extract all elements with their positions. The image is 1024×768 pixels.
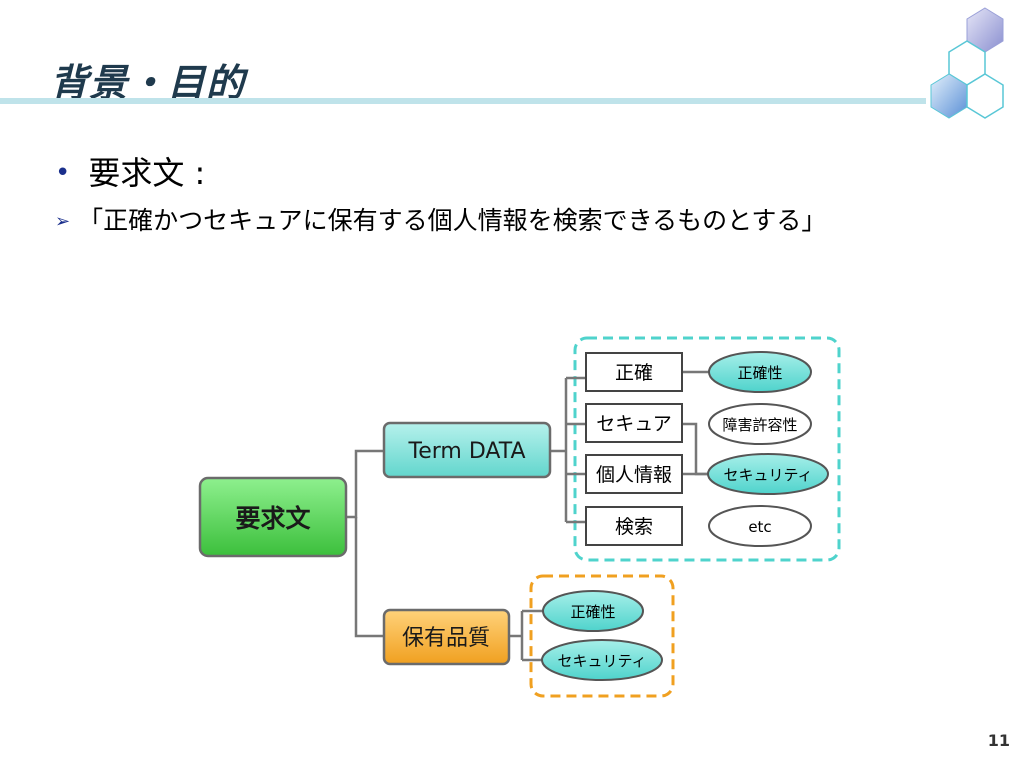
term-data-node: Term DATA xyxy=(382,421,552,479)
connector-lines xyxy=(346,370,710,662)
term-box-personal-info: 個人情報 xyxy=(585,454,683,494)
slide-title: 背景・目的 xyxy=(50,61,246,105)
quality-ellipse-accuracy: 正確性 xyxy=(542,590,644,632)
page-number: 11 xyxy=(987,731,1010,750)
quality-group-dashed-box xyxy=(529,574,675,698)
attribute-ellipse-accuracy: 正確性 xyxy=(708,351,812,393)
quality-attribute-label: セキュリティ xyxy=(557,652,646,670)
sub-bullet-text: 「正確かつセキュアに保有する個人情報を検索できるものとする」 xyxy=(78,206,827,235)
sub-bullet-requirement: ➢ 「正確かつセキュアに保有する個人情報を検索できるものとする」 xyxy=(55,201,826,237)
hexagon-logo-icon xyxy=(930,7,1004,119)
term-label: セキュア xyxy=(596,413,672,435)
quality-ellipse-security: セキュリティ xyxy=(541,639,663,681)
title-underline xyxy=(0,98,926,104)
bullet-text: 要求文 : xyxy=(88,154,206,192)
bullet-requirement: • 要求文 : xyxy=(55,148,205,194)
term-label: 個人情報 xyxy=(596,464,672,486)
term-label: 正確 xyxy=(615,362,653,384)
term-data-label: Term DATA xyxy=(408,439,526,464)
attribute-ellipse-security: セキュリティ xyxy=(707,453,829,495)
term-group-dashed-box xyxy=(573,336,841,562)
root-label: 要求文 xyxy=(235,504,311,533)
attribute-ellipse-fault-tolerance: 障害許容性 xyxy=(708,403,812,445)
bullet-dot-icon: • xyxy=(55,158,71,188)
attribute-label: 障害許容性 xyxy=(722,416,797,434)
quality-node: 保有品質 xyxy=(382,608,511,666)
attribute-label: etc xyxy=(748,518,771,536)
root-node: 要求文 xyxy=(198,476,348,558)
arrow-bullet-icon: ➢ xyxy=(55,211,71,232)
term-label: 検索 xyxy=(615,516,653,538)
term-box-accuracy: 正確 xyxy=(585,352,683,392)
term-box-secure: セキュア xyxy=(585,403,683,443)
attribute-ellipse-etc: etc xyxy=(708,505,812,547)
attribute-label: 正確性 xyxy=(737,364,782,382)
term-box-search: 検索 xyxy=(585,506,683,546)
attribute-label: セキュリティ xyxy=(723,466,812,484)
quality-attribute-label: 正確性 xyxy=(570,603,615,621)
quality-label: 保有品質 xyxy=(402,626,490,651)
